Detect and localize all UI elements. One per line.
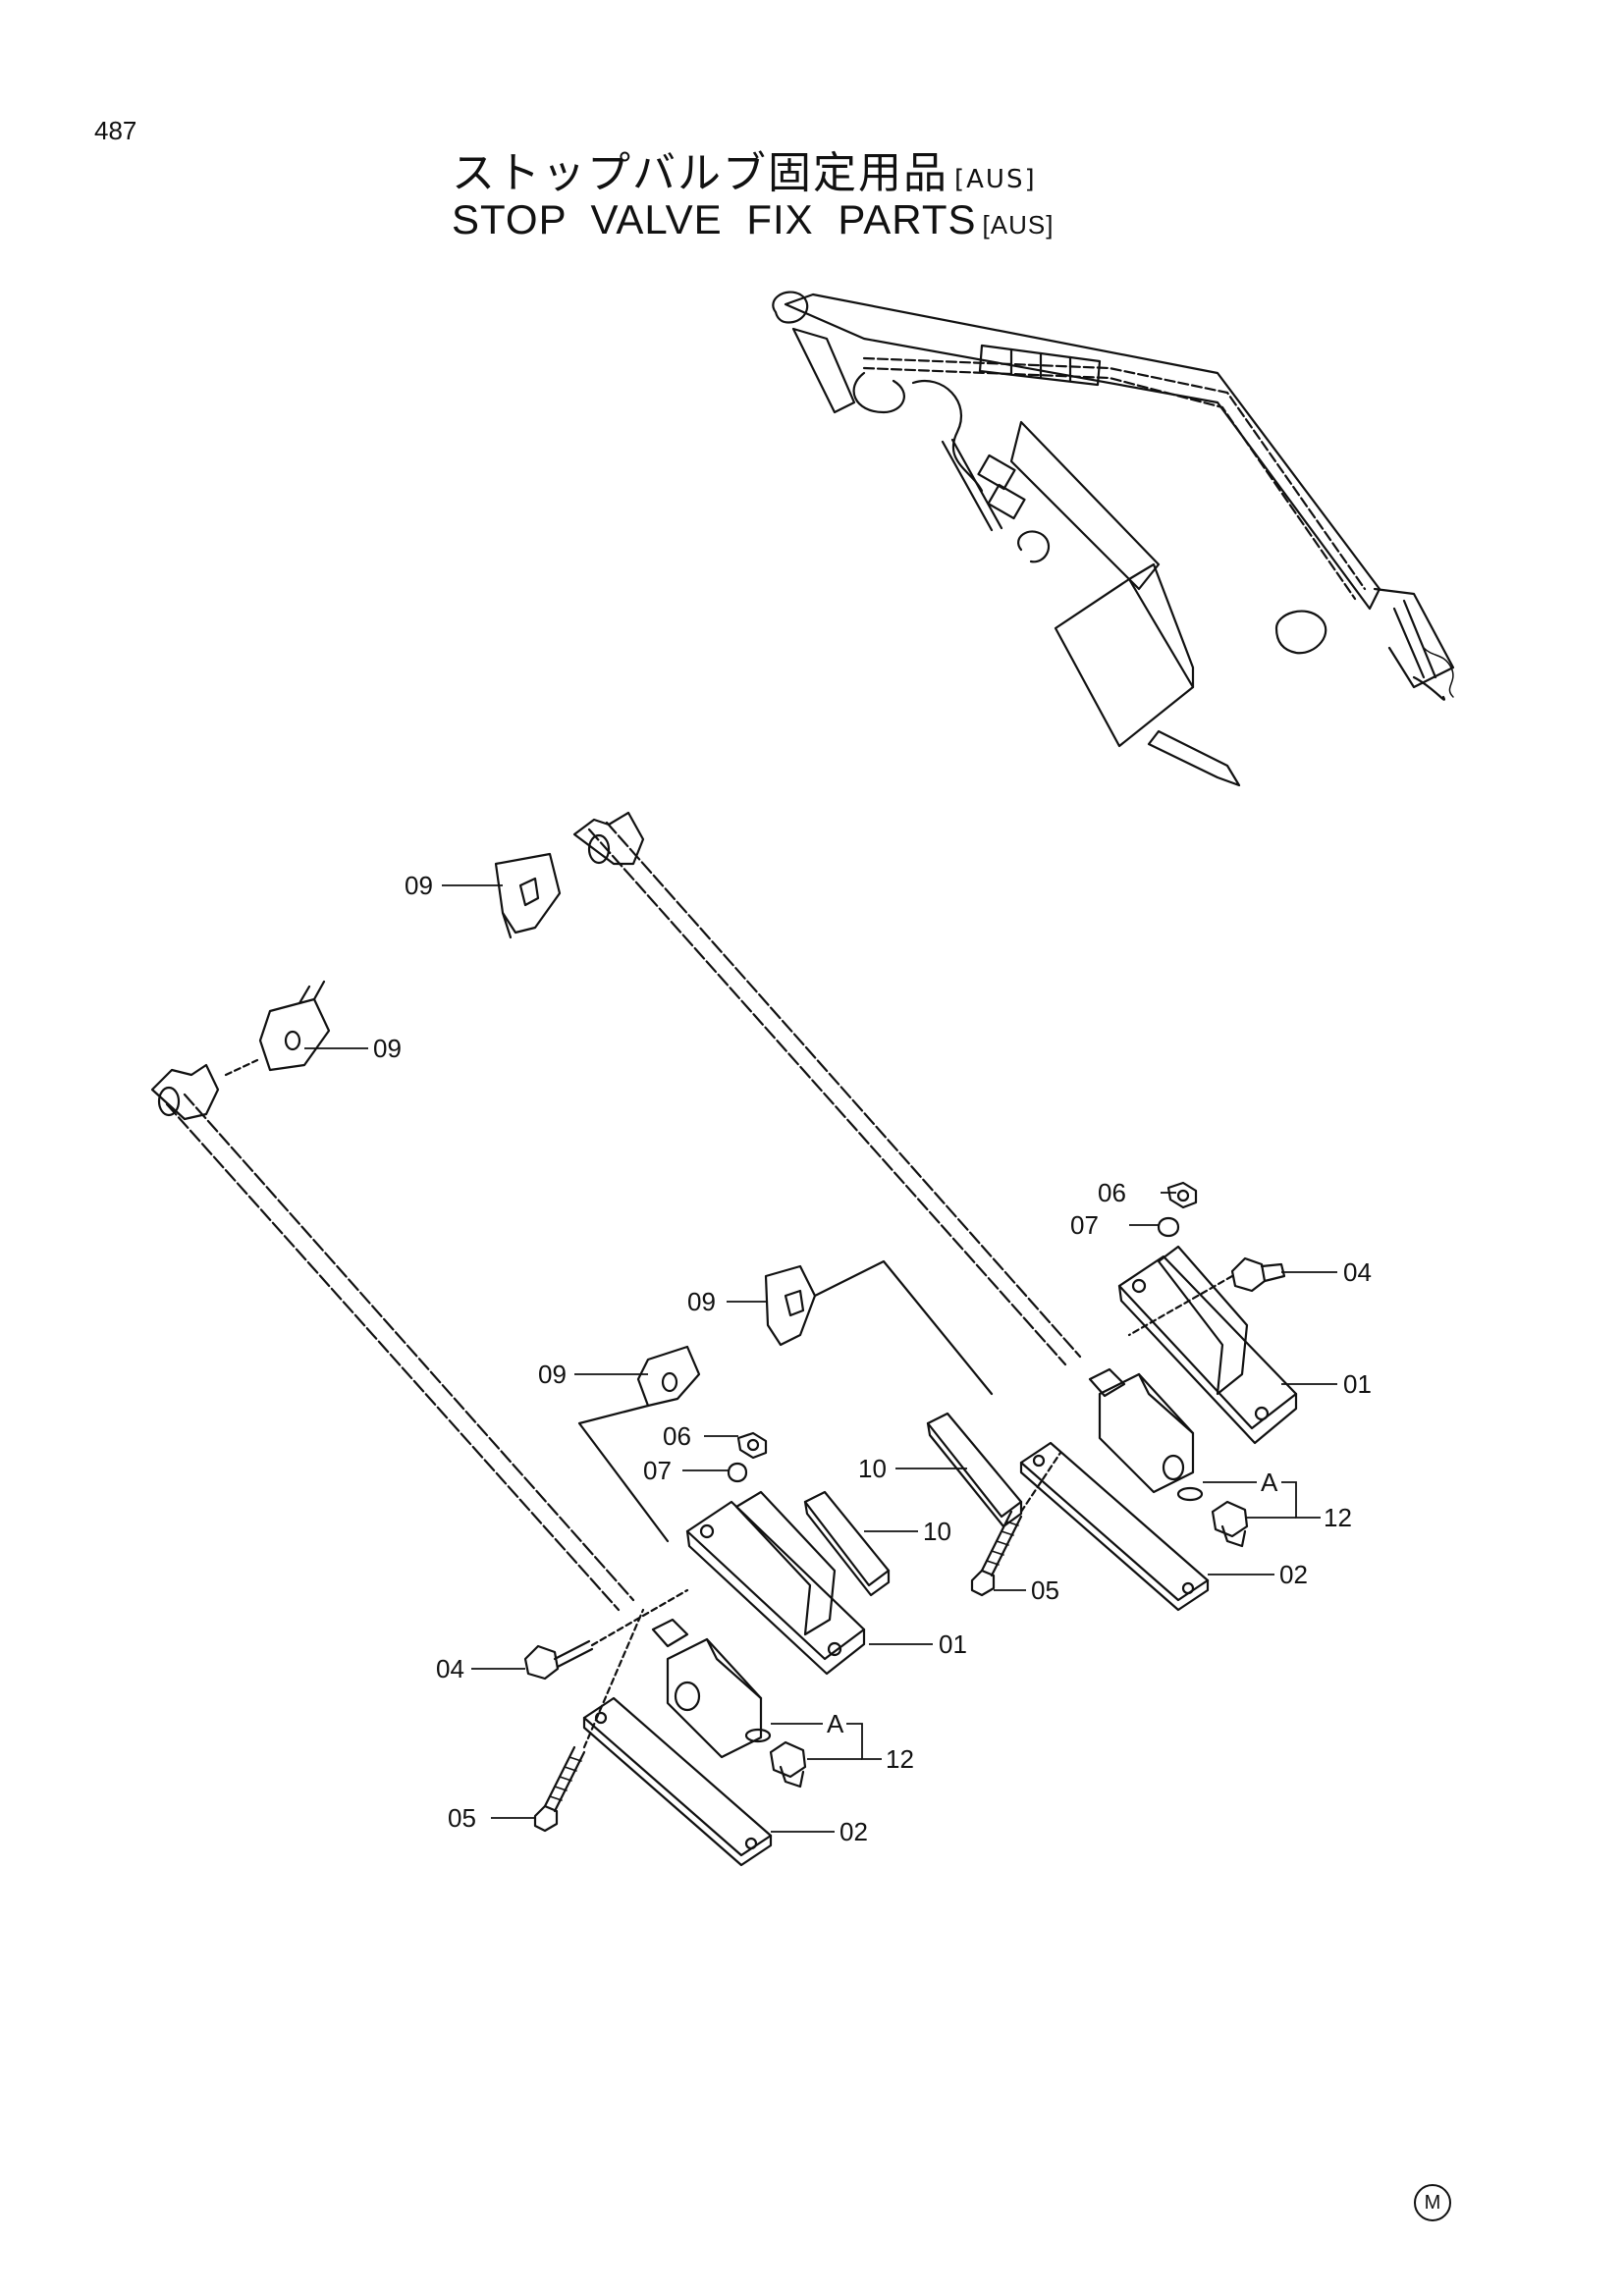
- screw-05-right: [970, 1451, 1062, 1597]
- region-tag: [AUS]: [982, 210, 1055, 240]
- plug-12-right: [1211, 1500, 1249, 1548]
- plate-10-right: [926, 1412, 1023, 1528]
- callout-10-right: 10: [858, 1454, 887, 1483]
- washer-07-left: [727, 1462, 748, 1483]
- callout-09-middle: 09: [687, 1287, 716, 1316]
- callout-06-left: 06: [663, 1421, 691, 1451]
- callout-10-left: 10: [923, 1517, 951, 1546]
- callout-06-right: 06: [1098, 1178, 1126, 1207]
- oring-A-left: [744, 1728, 772, 1743]
- callout-04-left: 04: [436, 1654, 464, 1683]
- plate-10-left: [803, 1490, 891, 1597]
- clamp-09-middle: [764, 1259, 994, 1396]
- callout-07-left: 07: [643, 1456, 672, 1485]
- callout-04-right: 04: [1343, 1257, 1372, 1287]
- bracket-01-right: [1117, 1245, 1298, 1445]
- stop-valve-right: [1088, 1367, 1195, 1494]
- mounting-rod-lower: [150, 1063, 635, 1612]
- page-title-japanese: ストップバルブ固定用品[AUS]: [452, 148, 1037, 198]
- stop-valve-left: [651, 1618, 763, 1759]
- bracket-01-left: [685, 1490, 866, 1676]
- oring-A-right: [1176, 1486, 1204, 1502]
- clamp-09-upper: [494, 852, 562, 939]
- manufacturer-mark: M: [1414, 2184, 1451, 2221]
- callout-09-left: 09: [373, 1034, 402, 1063]
- callout-07-right: 07: [1070, 1210, 1099, 1240]
- screw-05-left: [533, 1608, 645, 1833]
- nut-06-left: [736, 1431, 768, 1460]
- bolt-04-left: [523, 1588, 689, 1681]
- callout-05-right: 05: [1031, 1575, 1059, 1605]
- callout-12-left: 12: [886, 1744, 914, 1774]
- plate-02-left: [582, 1696, 773, 1867]
- plate-02-right: [1019, 1441, 1210, 1612]
- nut-06-right: [1166, 1181, 1198, 1209]
- mounting-rod-upper: [572, 811, 1082, 1366]
- clamp-09-lower: [577, 1345, 701, 1543]
- callout-09-upper: 09: [405, 871, 433, 900]
- callout-09-lower: 09: [538, 1360, 567, 1389]
- page-title-english: STOP VALVE FIX PARTS[AUS]: [452, 196, 1055, 242]
- callout-02-right: 02: [1279, 1560, 1308, 1589]
- bolt-04-right: [1127, 1256, 1286, 1337]
- callout-12-right: 12: [1324, 1503, 1352, 1532]
- callout-01-left: 01: [939, 1629, 967, 1659]
- callout-05-left: 05: [448, 1803, 476, 1833]
- region-tag: [AUS]: [954, 165, 1037, 194]
- washer-07-right: [1157, 1216, 1180, 1238]
- callout-A-left: A: [827, 1709, 844, 1738]
- callout-02-left: 02: [839, 1817, 868, 1846]
- callout-01-right: 01: [1343, 1369, 1372, 1399]
- clamp-09-left: [224, 980, 331, 1077]
- page-number: 487: [94, 116, 137, 145]
- excavator-boom-illustration: [772, 291, 1455, 787]
- callout-A-right: A: [1261, 1468, 1278, 1497]
- plug-12-left: [769, 1740, 807, 1789]
